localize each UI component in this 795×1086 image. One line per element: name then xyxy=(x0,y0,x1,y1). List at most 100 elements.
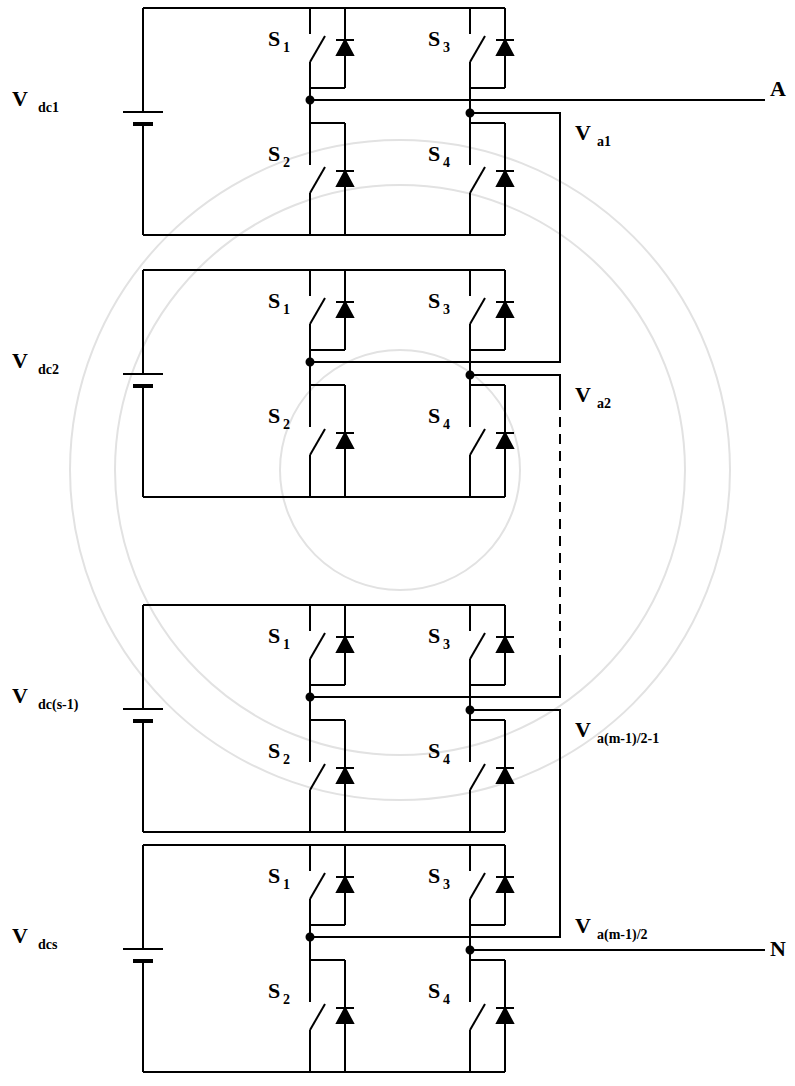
subscript-label: a2 xyxy=(597,397,611,411)
dc-rail xyxy=(142,270,144,374)
subscript-label: a1 xyxy=(597,135,611,149)
symbol-label: S xyxy=(428,290,440,312)
subscript-label: a(m-1)/2 xyxy=(597,928,648,942)
leg-wire xyxy=(469,925,471,960)
leg-wire xyxy=(309,685,311,720)
subscript-label: 1 xyxy=(283,638,290,652)
subscript-label: 2 xyxy=(283,418,290,432)
leg-wire xyxy=(469,350,471,385)
subscript-label: 4 xyxy=(443,993,450,1007)
subscript-label: 3 xyxy=(443,878,450,892)
igbt-switch xyxy=(470,385,514,497)
cell-link xyxy=(559,400,561,655)
subscript-label: 4 xyxy=(443,156,450,170)
symbol-label: S xyxy=(428,980,440,1002)
cell-link xyxy=(310,113,560,362)
battery-symbol xyxy=(133,719,153,723)
igbt-switch xyxy=(310,270,354,350)
symbol-label: V xyxy=(575,384,591,406)
battery-symbol xyxy=(123,373,163,375)
symbol-label: S xyxy=(268,405,280,427)
igbt-switch xyxy=(470,845,514,925)
symbol-label: V xyxy=(12,350,28,372)
igbt-switch xyxy=(310,960,354,1072)
leg-wire xyxy=(469,685,471,720)
diode-symbol xyxy=(497,171,513,186)
igbt-switch xyxy=(470,720,514,832)
igbt-switch xyxy=(310,845,354,925)
subscript-label: 3 xyxy=(443,638,450,652)
symbol-label: A xyxy=(770,78,786,100)
cell-link xyxy=(310,655,560,697)
igbt-switch xyxy=(310,123,354,235)
symbol-label: S xyxy=(268,143,280,165)
leg-wire xyxy=(309,925,311,960)
dc-rail xyxy=(142,721,144,832)
symbol-label: S xyxy=(268,290,280,312)
symbol-label: S xyxy=(428,740,440,762)
subscript-label: 3 xyxy=(443,303,450,317)
diode-symbol xyxy=(337,171,353,186)
battery-symbol xyxy=(133,122,153,126)
diode-symbol xyxy=(337,40,353,55)
igbt-switch xyxy=(310,605,354,685)
symbol-label: V xyxy=(575,915,591,937)
dc-rail xyxy=(143,269,505,271)
dc-rail xyxy=(142,605,144,709)
dc-rail xyxy=(143,1071,505,1073)
dc-rail xyxy=(142,845,144,949)
diode-symbol xyxy=(337,768,353,783)
igbt-switch xyxy=(310,8,354,88)
output-wire xyxy=(310,99,765,101)
subscript-label: dc1 xyxy=(38,101,59,115)
output-wire xyxy=(470,949,765,951)
subscript-label: dcs xyxy=(38,938,57,952)
diode-symbol xyxy=(497,1008,513,1023)
diode-symbol xyxy=(337,637,353,652)
igbt-switch xyxy=(310,720,354,832)
dc-rail xyxy=(143,7,505,9)
diode-symbol xyxy=(497,768,513,783)
watermark-seal xyxy=(70,140,730,800)
subscript-label: 4 xyxy=(443,753,450,767)
symbol-label: S xyxy=(268,740,280,762)
symbol-label: S xyxy=(268,28,280,50)
battery-symbol xyxy=(133,959,153,963)
symbol-label: S xyxy=(428,405,440,427)
igbt-switch xyxy=(470,123,514,235)
dc-rail xyxy=(142,386,144,497)
igbt-switch xyxy=(470,270,514,350)
subscript-label: 1 xyxy=(283,41,290,55)
symbol-label: V xyxy=(575,122,591,144)
igbt-switch xyxy=(470,960,514,1072)
subscript-label: dc2 xyxy=(38,363,59,377)
symbol-label: S xyxy=(428,143,440,165)
dc-rail xyxy=(143,831,505,833)
diode-symbol xyxy=(497,40,513,55)
subscript-label: dc(s-1) xyxy=(38,698,78,712)
dc-rail xyxy=(143,234,505,236)
subscript-label: 2 xyxy=(283,993,290,1007)
symbol-label: V xyxy=(575,719,591,741)
symbol-label: S xyxy=(428,28,440,50)
diode-symbol xyxy=(497,302,513,317)
battery-symbol xyxy=(123,708,163,710)
symbol-label: S xyxy=(268,625,280,647)
symbol-label: S xyxy=(428,865,440,887)
battery-symbol xyxy=(123,111,163,113)
diode-symbol xyxy=(337,877,353,892)
igbt-switch xyxy=(310,385,354,497)
symbol-label: N xyxy=(770,938,786,960)
cell-link xyxy=(470,375,560,400)
dc-rail xyxy=(142,961,144,1072)
leg-wire xyxy=(469,88,471,123)
igbt-switch xyxy=(470,605,514,685)
leg-wire xyxy=(309,350,311,385)
subscript-label: 1 xyxy=(283,878,290,892)
igbt-switch xyxy=(470,8,514,88)
dc-rail xyxy=(142,8,144,112)
symbol-label: V xyxy=(12,88,28,110)
leg-wire xyxy=(309,88,311,123)
battery-symbol xyxy=(123,948,163,950)
